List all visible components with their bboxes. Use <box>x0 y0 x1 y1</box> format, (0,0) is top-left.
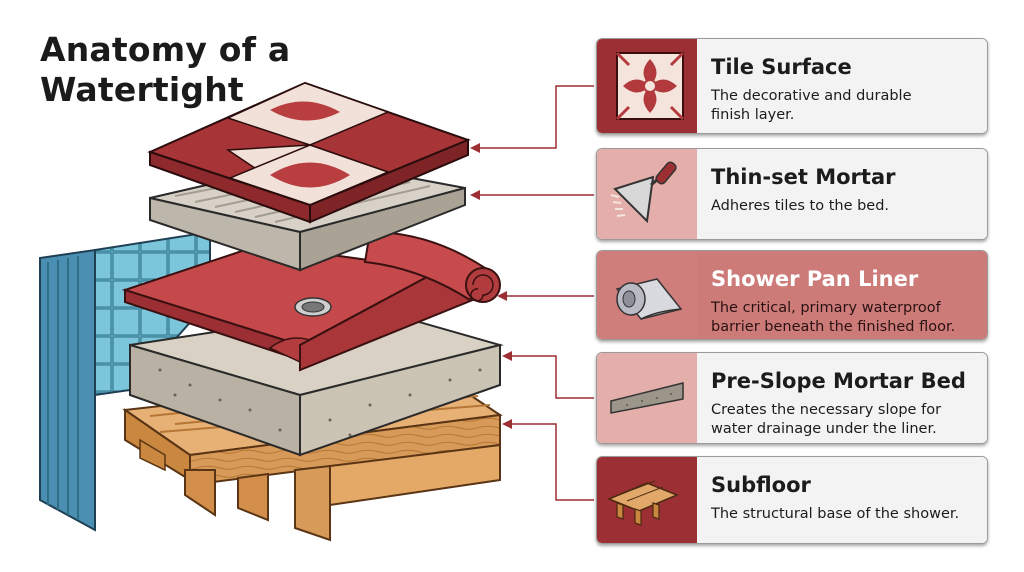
layer-label: Pre-Slope Mortar Bed <box>711 369 966 393</box>
layer-description: The critical, primary waterproof barrier… <box>711 300 956 335</box>
layer-description: Creates the necessary slope for water dr… <box>711 402 942 437</box>
layer-description: The structural base of the shower. <box>711 506 960 522</box>
liner-roll-icon <box>597 251 697 339</box>
arrowhead-liner <box>497 291 507 301</box>
page-title: Anatomy of a Watertight <box>40 30 290 110</box>
layer-card-shower-pan-liner: Shower Pan Liner The critical, primary w… <box>596 250 988 340</box>
arrowhead-thinset <box>470 190 480 200</box>
trowel-icon <box>597 149 697 239</box>
title-line-1: Anatomy of a <box>40 30 291 69</box>
title-line-2: Watertight <box>40 70 244 109</box>
arrowhead-tile <box>470 143 480 153</box>
arrow-subfloor <box>510 423 594 501</box>
layer-card-pre-slope-mortar-bed: Pre-Slope Mortar Bed Creates the necessa… <box>596 352 988 444</box>
layer-card-thinset-mortar: Thin-set Mortar Adheres tiles to the bed… <box>596 148 988 240</box>
layer-description: The decorative and durable finish layer. <box>711 88 912 123</box>
layer-label: Thin-set Mortar <box>711 165 896 189</box>
layer-label: Shower Pan Liner <box>711 267 919 291</box>
arrow-mortar <box>510 355 594 399</box>
connector-arrows <box>478 85 594 501</box>
layer-card-tile-surface: Tile Surface The decorative and durable … <box>596 38 988 134</box>
layer-description: Adheres tiles to the bed. <box>711 198 890 214</box>
arrowhead-mortar <box>502 351 512 361</box>
subfloor-joists-icon <box>597 457 697 543</box>
arrow-tile <box>478 85 594 149</box>
arrowhead-subfloor <box>502 419 512 429</box>
layer-card-subfloor: Subfloor The structural base of the show… <box>596 456 988 544</box>
mortar-wedge-icon <box>597 353 697 443</box>
layer-label: Subfloor <box>711 473 811 497</box>
liner-illustration <box>121 230 501 372</box>
tile-surface-illustration <box>147 81 471 224</box>
layer-stack-illustration <box>39 81 594 542</box>
tile-icon <box>597 39 697 133</box>
layer-label: Tile Surface <box>711 55 852 79</box>
